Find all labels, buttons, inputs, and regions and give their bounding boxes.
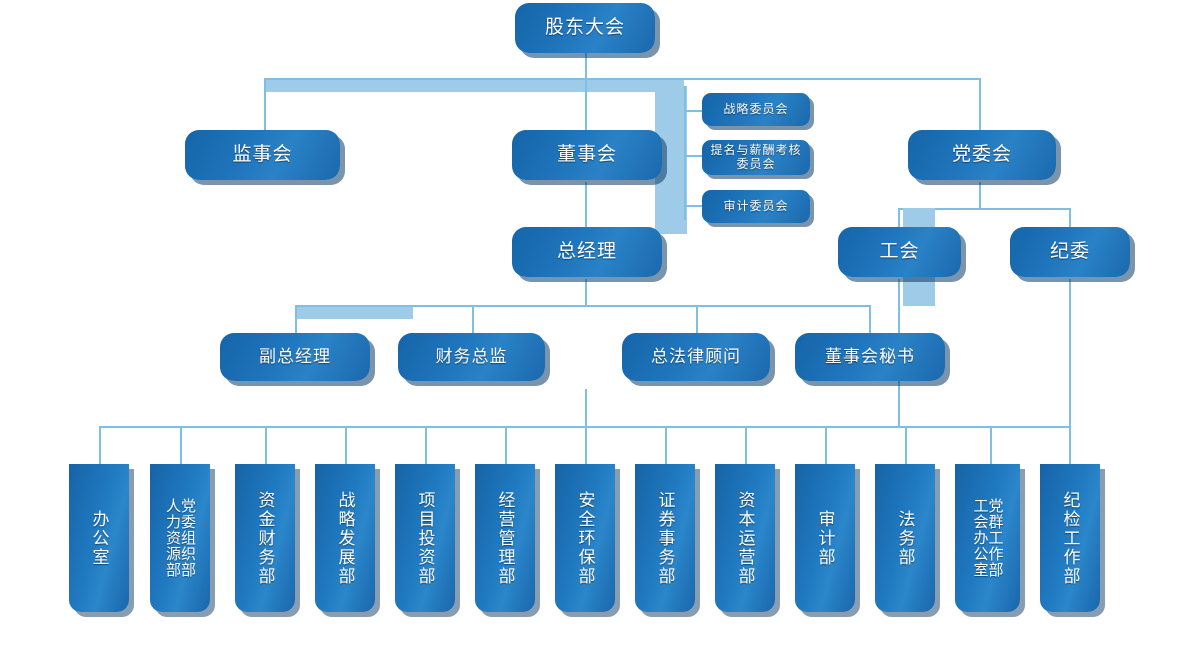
node-shareholders-meeting[interactable]: 股东大会 xyxy=(515,3,655,53)
node-label: 监事会 xyxy=(232,144,293,166)
dept-safety-environment[interactable]: 安全环保部 xyxy=(555,464,615,612)
node-label: 党委会 xyxy=(951,144,1012,166)
dept-project-investment[interactable]: 项目投资部 xyxy=(395,464,455,612)
node-label: 工会 xyxy=(879,241,920,263)
dept-label: 项目投资部 xyxy=(415,490,435,586)
connector-drop-dept-1 xyxy=(99,426,101,466)
connector-drop-dept-3 xyxy=(265,426,267,466)
node-label: 总法律顾问 xyxy=(651,347,741,367)
connector-party-rail xyxy=(898,208,1070,210)
node-committee-audit[interactable]: 审计委员会 xyxy=(702,190,810,223)
connector-discipline-to-deptrail xyxy=(1069,279,1071,427)
dept-legal[interactable]: 法务部 xyxy=(875,464,935,612)
connector-drop-union xyxy=(898,208,900,228)
connector-thick-row2 xyxy=(264,78,684,92)
dept-office[interactable]: 办公室 xyxy=(69,464,129,612)
connector-committee-1 xyxy=(684,110,702,112)
dept-label: 审计部 xyxy=(815,509,835,567)
dept-label-col1: 党群工作部 xyxy=(986,498,1004,578)
node-general-counsel[interactable]: 总法律顾问 xyxy=(622,333,770,381)
connector-drop-exec-3 xyxy=(696,305,698,333)
node-label: 纪委 xyxy=(1049,241,1090,263)
dept-label: 资本运营部 xyxy=(735,490,755,586)
node-label: 审计委员会 xyxy=(723,198,789,213)
node-label: 股东大会 xyxy=(544,17,625,39)
connector-drop-dept-10 xyxy=(825,426,827,466)
dept-label: 安全环保部 xyxy=(575,490,595,586)
node-cfo[interactable]: 财务总监 xyxy=(398,333,545,381)
connector-party-stem xyxy=(979,182,981,210)
node-party-committee[interactable]: 党委会 xyxy=(908,130,1056,180)
connector-drop-dept-8 xyxy=(665,426,667,466)
node-supervisory-board[interactable]: 监事会 xyxy=(185,130,340,180)
node-committee-nomination-compensation[interactable]: 提名与薪酬考核 委员会 xyxy=(702,140,810,175)
connector-drop-exec-2 xyxy=(472,305,474,333)
dept-label-col1: 党委组织部 xyxy=(179,498,196,578)
connector-drop-supervisory xyxy=(264,78,266,130)
connector-drop-board xyxy=(585,78,587,130)
dept-party-org-hr[interactable]: 党委组织部 人力资源部 xyxy=(150,464,210,612)
dept-label: 经营管理部 xyxy=(495,490,515,586)
connector-thick-exec xyxy=(295,305,413,319)
dept-label: 法务部 xyxy=(895,509,915,567)
node-labor-union[interactable]: 工会 xyxy=(838,227,961,277)
connector-drop-exec-4 xyxy=(869,305,871,333)
node-label-line1: 提名与薪酬考核 xyxy=(710,142,802,157)
dept-strategy-development[interactable]: 战略发展部 xyxy=(315,464,375,612)
connector-drop-discipline xyxy=(1069,208,1071,228)
connector-drop-dept-9 xyxy=(745,426,747,466)
node-committee-strategy[interactable]: 战略委员会 xyxy=(702,93,810,126)
dept-label: 证券事务部 xyxy=(655,490,675,586)
connector-drop-party xyxy=(979,78,981,130)
connector-drop-dept-2 xyxy=(180,426,182,466)
node-label: 董事会秘书 xyxy=(825,347,915,367)
connector-thick-union-down xyxy=(903,280,935,306)
connector-board-to-gm xyxy=(585,182,587,227)
connector-drop-exec-1 xyxy=(295,305,297,333)
dept-capital-operations[interactable]: 资本运营部 xyxy=(715,464,775,612)
dept-label-col2: 人力资源部 xyxy=(164,498,181,578)
connector-exec-rail xyxy=(295,305,870,307)
dept-operations-management[interactable]: 经营管理部 xyxy=(475,464,535,612)
connector-drop-dept-6 xyxy=(505,426,507,466)
node-discipline-committee[interactable]: 纪委 xyxy=(1010,227,1130,277)
dept-finance[interactable]: 资金财务部 xyxy=(235,464,295,612)
connector-drop-dept-13 xyxy=(1069,426,1071,466)
node-label: 财务总监 xyxy=(435,347,508,367)
connector-drop-dept-4 xyxy=(345,426,347,466)
node-deputy-general-manager[interactable]: 副总经理 xyxy=(220,333,370,381)
node-general-manager[interactable]: 总经理 xyxy=(512,227,662,277)
dept-label-col2: 工会办公室 xyxy=(971,498,989,578)
dept-discipline-inspection[interactable]: 纪检工作部 xyxy=(1040,464,1100,612)
connector-shareholders-stem xyxy=(585,52,587,80)
node-board-of-directors[interactable]: 董事会 xyxy=(512,130,662,180)
node-label: 总经理 xyxy=(556,241,617,263)
connector-committee-spine xyxy=(684,86,686,220)
connector-department-rail xyxy=(99,426,1070,428)
connector-drop-dept-11 xyxy=(905,426,907,466)
connector-drop-dept-12 xyxy=(990,426,992,466)
node-label: 战略委员会 xyxy=(723,101,789,116)
node-board-secretary[interactable]: 董事会秘书 xyxy=(795,333,945,381)
connector-drop-dept-5 xyxy=(425,426,427,466)
dept-audit[interactable]: 审计部 xyxy=(795,464,855,612)
node-label: 副总经理 xyxy=(259,347,331,367)
dept-label: 战略发展部 xyxy=(335,490,355,586)
dept-securities-affairs[interactable]: 证券事务部 xyxy=(635,464,695,612)
connector-drop-dept-7 xyxy=(585,426,587,466)
connector-committee-3 xyxy=(684,205,702,207)
dept-party-affairs-union-office[interactable]: 党群工作部 工会办公室 xyxy=(955,464,1020,612)
node-label-line2: 委员会 xyxy=(736,156,776,171)
connector-rail-row2 xyxy=(264,78,980,80)
dept-label: 办公室 xyxy=(89,509,109,567)
dept-label: 资金财务部 xyxy=(255,490,275,586)
connector-gm-to-deptrail xyxy=(585,389,587,427)
connector-gm-stem xyxy=(585,279,587,307)
connector-committee-2 xyxy=(684,155,702,157)
node-label: 董事会 xyxy=(556,144,617,166)
dept-label: 纪检工作部 xyxy=(1060,490,1080,586)
